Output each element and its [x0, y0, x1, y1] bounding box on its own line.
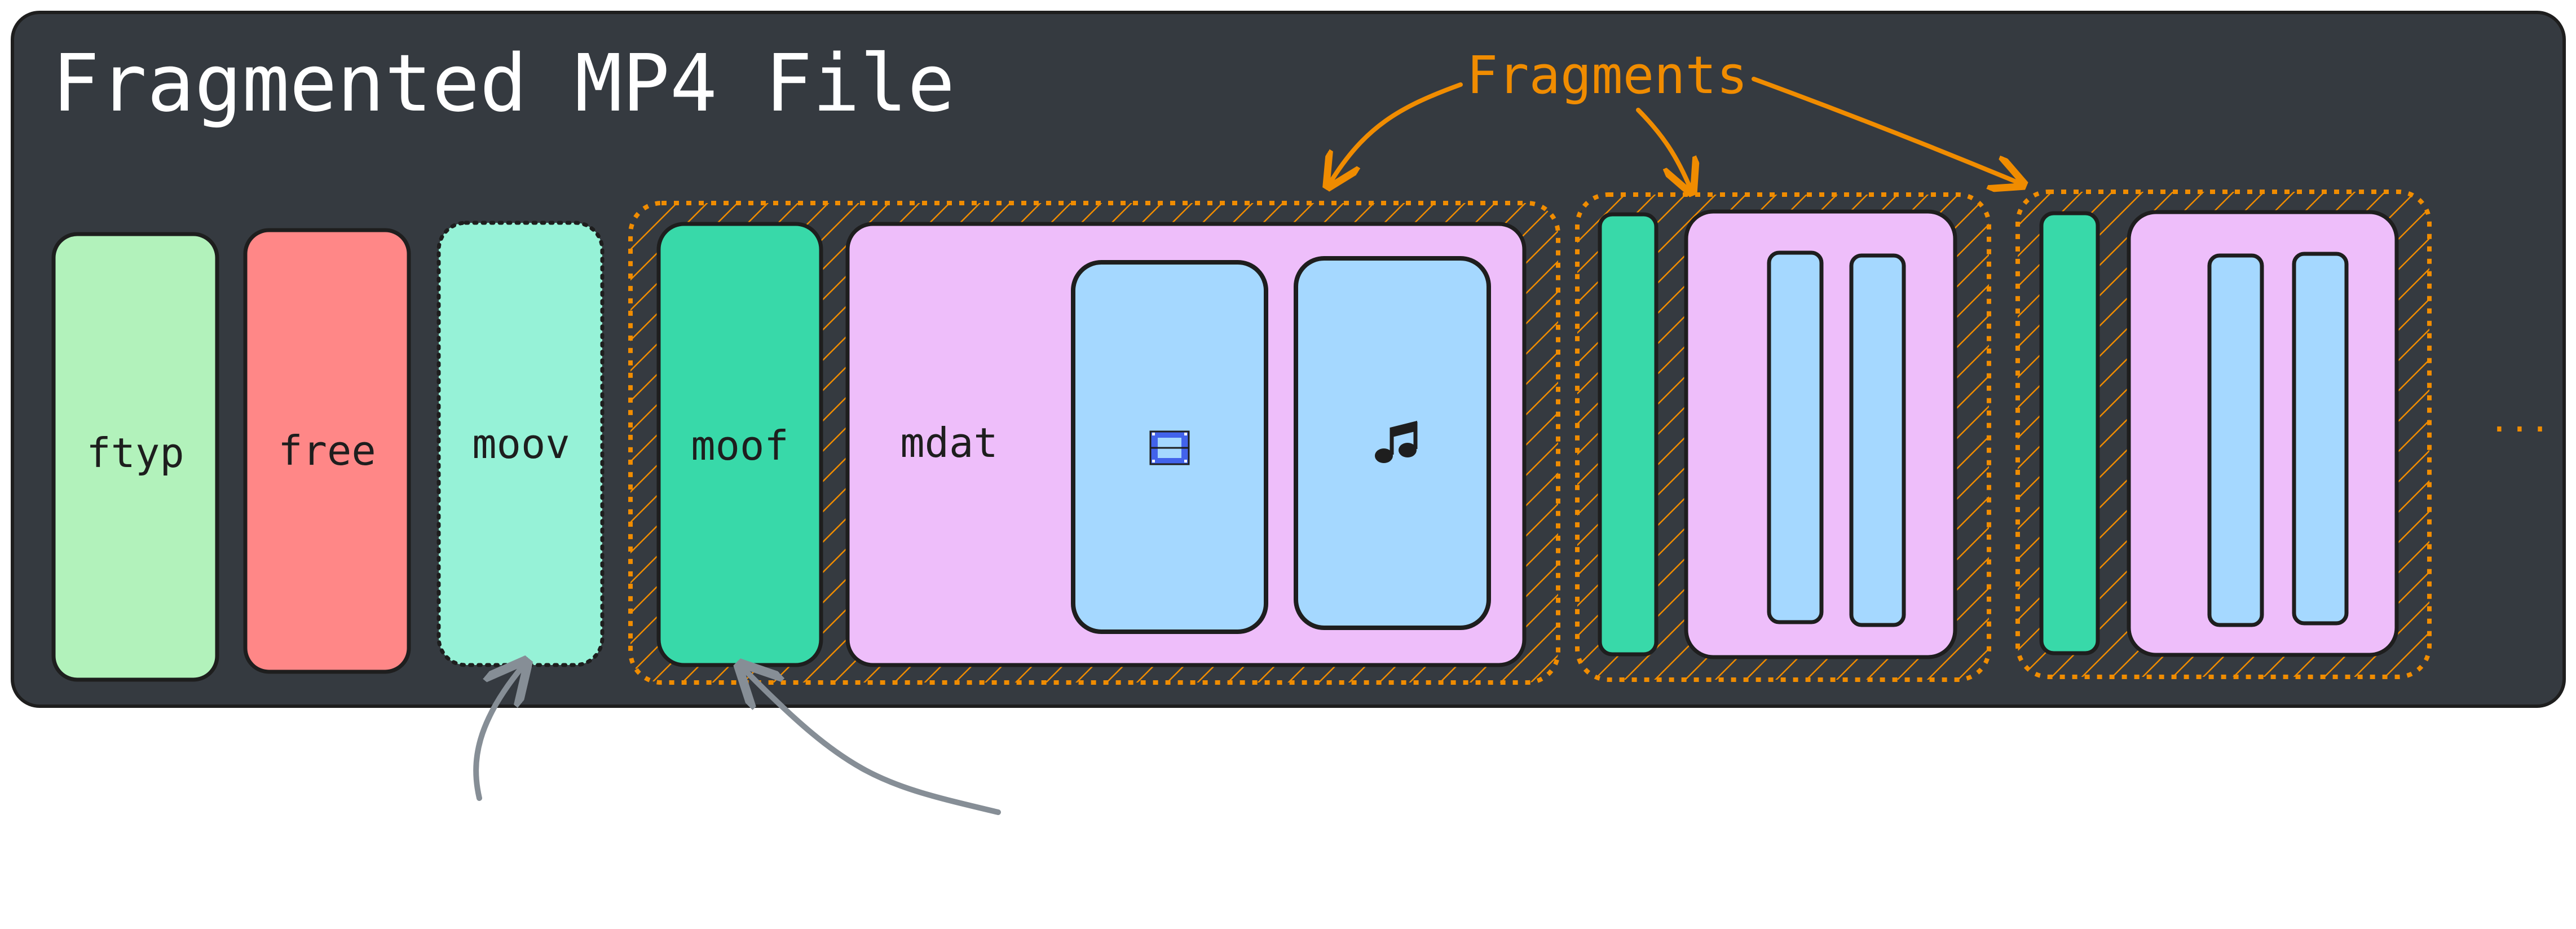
free-box: free — [243, 228, 411, 674]
mdat-label: mdat — [900, 419, 998, 466]
fragments-arrow-1 — [1330, 82, 1463, 183]
mdat-box: mdat — [845, 222, 1527, 667]
music-note-icon — [1375, 421, 1418, 463]
audio-track — [1294, 256, 1491, 630]
moof-box: moof — [656, 222, 823, 667]
fragments-annotation: Fragments — [1467, 45, 1748, 105]
film-icon — [1149, 430, 1190, 465]
fragments-arrow-2 — [1636, 108, 1691, 189]
moov-pointer-arrow — [473, 666, 523, 801]
ftyp-box: ftyp — [51, 232, 219, 682]
diagram-title: Fragmented MP4 File — [52, 38, 955, 130]
ftyp-label: ftyp — [86, 429, 184, 477]
moov-label: moov — [472, 420, 570, 468]
free-label: free — [278, 427, 376, 474]
video-track-3 — [2207, 253, 2264, 627]
audio-track-3 — [2292, 252, 2349, 626]
moof-box-3 — [2039, 211, 2100, 655]
fragments-arrow-3 — [1752, 77, 2020, 183]
fragment-2 — [1575, 192, 1991, 682]
fragment-3 — [2015, 190, 2432, 679]
more-fragments-ellipsis: ... — [2489, 400, 2550, 440]
video-track-2 — [1767, 250, 1824, 624]
fragment-1: moof mdat — [628, 201, 1560, 685]
moof-box-2 — [1598, 212, 1658, 657]
video-track — [1071, 260, 1268, 634]
moof-label: moof — [691, 422, 788, 469]
moof-pointer-arrow — [743, 668, 1001, 815]
moov-box: moov — [436, 221, 605, 667]
audio-track-2 — [1849, 253, 1906, 627]
